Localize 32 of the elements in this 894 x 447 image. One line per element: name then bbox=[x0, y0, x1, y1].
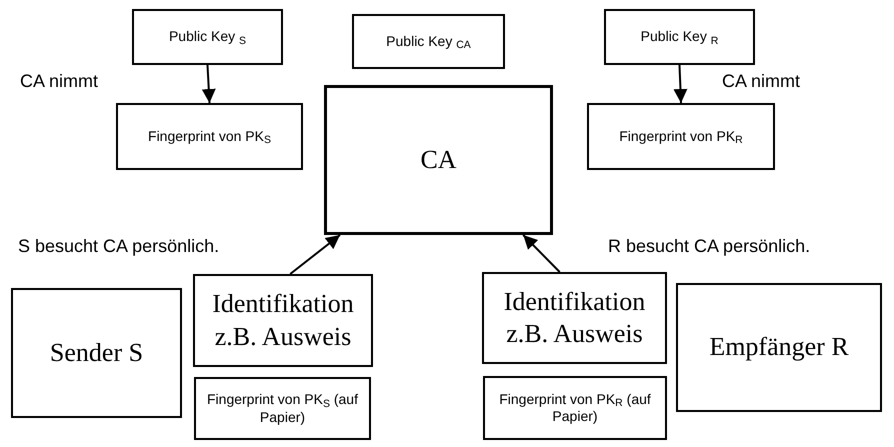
annotation-text: S besucht CA persönlich. bbox=[18, 235, 220, 258]
node-text: Identifikation z.B. Ausweis bbox=[211, 288, 355, 352]
node-text: Sender S bbox=[50, 336, 144, 369]
node-text: Public Key $_{S}$ bbox=[168, 28, 246, 46]
annotation-text: CA nimmt bbox=[20, 70, 98, 93]
node-text: Fingerprint von PK$_{S}$ bbox=[148, 128, 271, 146]
key-box bbox=[352, 14, 505, 69]
entity-box bbox=[324, 85, 553, 235]
entity-box bbox=[11, 288, 182, 418]
arrow bbox=[673, 64, 688, 104]
annotation-text: CA nimmt bbox=[722, 70, 800, 93]
node-text: Fingerprint von PK$_{R}$ bbox=[619, 128, 743, 146]
node-text: Public Key $_{R}$ bbox=[640, 28, 718, 46]
node-text: Fingerprint von PK$_{R}$ (auf Papier) bbox=[498, 390, 652, 426]
arrow bbox=[202, 64, 216, 104]
node-text: Identifikation z.B. Ausweis bbox=[502, 286, 646, 350]
node-text: CA bbox=[420, 144, 457, 176]
entity-box bbox=[482, 272, 667, 364]
node-text: Empfänger R bbox=[709, 331, 849, 364]
entity-box bbox=[193, 274, 373, 367]
node-text: Public Key $_{CA}$ bbox=[386, 32, 471, 50]
key-box bbox=[604, 9, 755, 65]
entity-box bbox=[676, 283, 882, 412]
key-box bbox=[132, 9, 283, 65]
key-box bbox=[483, 376, 667, 440]
node-text: Fingerprint von PK$_{S}$ (auf Papier) bbox=[206, 391, 359, 426]
key-box bbox=[116, 103, 303, 170]
arrow bbox=[522, 234, 560, 273]
annotation-text: R besucht CA persönlich. bbox=[608, 235, 810, 258]
key-box bbox=[194, 377, 371, 440]
arrow bbox=[290, 234, 341, 275]
key-box bbox=[587, 103, 775, 170]
